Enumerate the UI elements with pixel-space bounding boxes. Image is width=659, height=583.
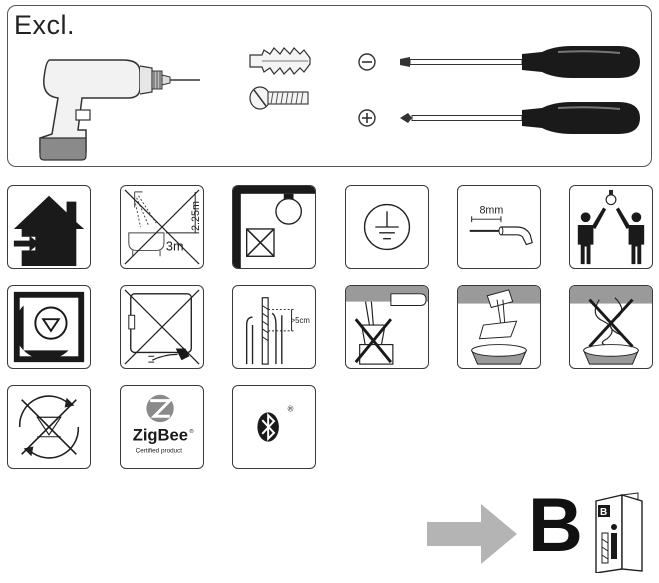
phillips-screwdriver-icon	[358, 102, 640, 134]
bathroom-height-label: 2.25m	[190, 201, 202, 231]
cable-clearance-tile: >5cm	[232, 285, 316, 369]
rotation-prohibited-icon	[18, 395, 80, 459]
wire-strip-icon: 8mm	[469, 204, 533, 246]
booklet-icon: B	[595, 492, 643, 573]
no-damp-wall-tile	[232, 185, 316, 269]
damp-wall-prohibited-icon	[233, 186, 315, 268]
no-rotating-tile	[7, 385, 91, 469]
zigbee-subtitle: Certified product	[136, 447, 183, 454]
tools-panel: Excl.	[7, 5, 652, 167]
two-person-install-tile	[569, 185, 653, 269]
arrow-right-icon	[427, 504, 517, 564]
cable-clearance-label: >5cm	[291, 316, 310, 325]
booklet-section-letter: B	[528, 483, 583, 568]
plug-prohibited-icon	[124, 289, 200, 365]
cable-clearance-icon: >5cm	[245, 297, 310, 365]
wire-strip-length: 8mm	[479, 204, 503, 216]
ceiling-cable-tile	[345, 285, 429, 369]
bluetooth-logo-icon: ®	[257, 404, 294, 442]
house-indoor-icon	[11, 195, 85, 267]
bathroom-zone-icon: 3m 2.25m	[124, 189, 202, 265]
dimmer-tile	[7, 285, 91, 369]
wire-strip-tile: 8mm	[457, 185, 541, 269]
mounting-wrong-tile	[569, 285, 653, 369]
bathroom-width-label: 3m	[166, 239, 184, 253]
wall-plug-icon	[249, 47, 311, 75]
screw-icon	[249, 86, 309, 110]
earthing-tile	[345, 185, 429, 269]
zigbee-trademark: ®	[189, 428, 194, 435]
bluetooth-trademark: ®	[288, 404, 294, 413]
two-person-icon	[577, 189, 645, 265]
bathroom-zone-tile: 3m 2.25m	[120, 185, 204, 269]
drill-icon	[39, 59, 200, 161]
earth-ground-icon	[363, 203, 411, 251]
zigbee-name: ZigBee	[133, 426, 188, 445]
indoor-use-tile	[7, 185, 91, 269]
zigbee-tile: ZigBee ® Certified product	[120, 385, 204, 469]
dimmer-symbol-icon	[13, 291, 85, 363]
booklet-cover-letter: B	[600, 507, 607, 518]
tangled-wires-prohibited-icon	[570, 286, 652, 365]
bluetooth-tile: ®	[232, 385, 316, 469]
tools-heading: Excl.	[14, 10, 76, 40]
flat-screwdriver-icon	[358, 46, 640, 78]
zigbee-logo-icon: ZigBee ® Certified product	[133, 394, 194, 454]
no-wall-socket-tile	[120, 285, 204, 369]
mounting-plate-icon	[458, 286, 540, 365]
ceiling-cable-icon	[346, 286, 428, 365]
mounting-correct-tile	[457, 285, 541, 369]
